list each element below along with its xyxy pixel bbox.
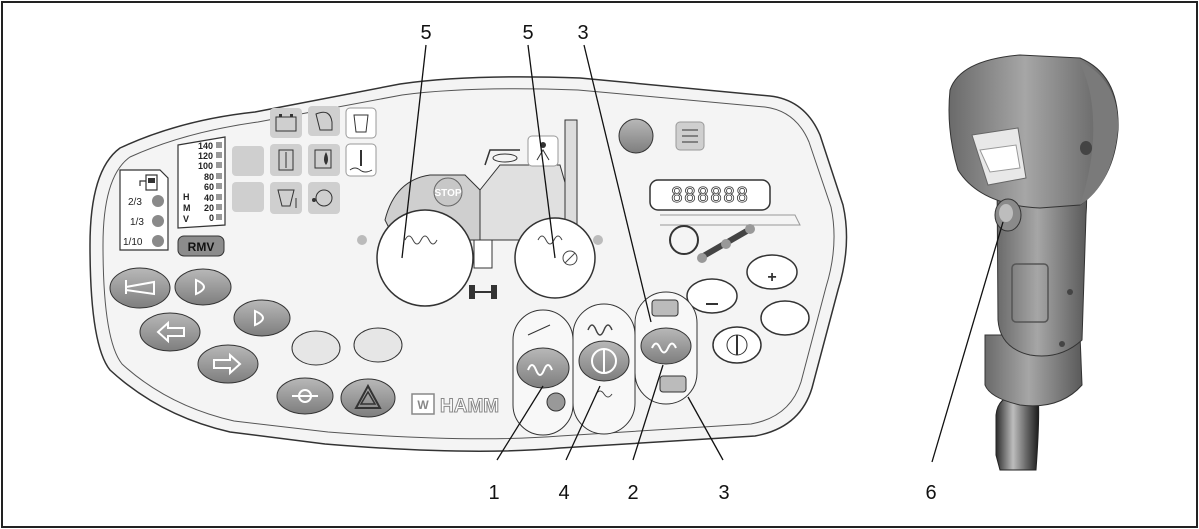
callout-4: 4 — [558, 482, 569, 504]
axle-icon — [469, 285, 497, 299]
coolant-temperature-icon — [345, 143, 377, 177]
callout-1: 1 — [488, 482, 499, 504]
rmv-scale: 140 120 100 80 60 40 20 0 H M V — [177, 136, 226, 229]
vibration-group-both — [572, 303, 636, 435]
air-filter-icon — [345, 107, 377, 139]
svg-text:888888: 888888 — [671, 183, 749, 207]
seat-adjust-button[interactable] — [618, 118, 654, 154]
fuel-gauge: 2/3 1/3 1/10 — [119, 169, 169, 251]
turn-right-button[interactable] — [197, 344, 259, 384]
fuel-led-1-10 — [152, 235, 164, 247]
scale-letter-v: V — [183, 214, 189, 224]
scale-120: 120 — [198, 151, 213, 161]
svg-text:+: + — [767, 269, 776, 286]
engine-preheat-icon — [308, 106, 340, 136]
fuel-level-2-3: 2/3 — [128, 197, 142, 208]
fuel-level-1-10: 1/10 — [123, 237, 143, 248]
display-mode-icon — [675, 121, 705, 151]
svg-text:STOP: STOP — [434, 188, 461, 199]
turn-left-button[interactable] — [139, 312, 201, 352]
svg-text:W: W — [417, 398, 429, 412]
stop-indicator — [433, 177, 463, 207]
scale-letter-m: M — [183, 203, 191, 213]
battery-charge-icon — [270, 108, 302, 138]
hazard-lights-button[interactable] — [340, 378, 396, 418]
rear-drum-vibration-button[interactable] — [640, 327, 692, 365]
rotating-beacon-button[interactable] — [353, 327, 403, 363]
vibration-group-front — [512, 309, 574, 436]
roller-small-icon — [659, 375, 687, 393]
front-drum-vibration-button[interactable] — [516, 347, 570, 389]
scale-100: 100 — [198, 161, 213, 171]
horn-button[interactable] — [109, 267, 171, 309]
scale-60: 60 — [204, 182, 214, 192]
callout-5-right: 5 — [522, 22, 533, 44]
engine-oil-level-icon — [270, 182, 302, 214]
warning-lights — [232, 106, 377, 214]
seat-contact-icon — [527, 135, 559, 167]
svg-text:HAMM: HAMM — [440, 396, 499, 417]
scale-0: 0 — [209, 213, 214, 223]
fuel-led-1-3 — [152, 215, 164, 227]
amplitude-selector-knob[interactable] — [669, 225, 699, 255]
scale-40: 40 — [204, 193, 214, 203]
scale-20: 20 — [204, 203, 214, 213]
rmv-badge: RMV — [177, 235, 225, 257]
work-light-button[interactable] — [291, 330, 341, 366]
scale-80: 80 — [204, 172, 214, 182]
oil-pressure-icon — [308, 182, 340, 214]
water-decrease-button[interactable] — [686, 278, 738, 314]
fuel-level-1-3: 1/3 — [130, 217, 144, 228]
blank-indicator — [232, 182, 264, 212]
vibration-group-rear — [634, 291, 698, 405]
drive-lever-joystick — [948, 54, 1119, 471]
svg-text:RMV: RMV — [188, 240, 215, 254]
scale-letter-h: H — [183, 192, 190, 202]
roller-machine: STOP — [357, 119, 603, 307]
sprinkler-interval-button[interactable] — [760, 300, 810, 336]
leader-lines — [401, 44, 1004, 463]
fuel-pump-icon — [139, 174, 158, 191]
roller-small-icon — [651, 299, 679, 317]
callout-3-top: 3 — [577, 22, 588, 44]
hamm-logo: W HAMM — [411, 393, 500, 418]
digital-display: 888888 — [649, 179, 771, 211]
control-panel: 2/3 1/3 1/10 140 120 100 80 60 40 20 0 H — [89, 76, 848, 452]
fuel-led-2-3 — [152, 195, 164, 207]
front-drum — [376, 209, 474, 307]
blank-indicator — [232, 146, 264, 176]
callout-3-bottom: 3 — [718, 482, 729, 504]
hydraulic-filter-icon — [270, 144, 302, 176]
callout-6: 6 — [925, 482, 936, 504]
callout-2: 2 — [627, 482, 638, 504]
oil-temperature-icon — [308, 144, 340, 176]
callout-5-left: 5 — [420, 22, 431, 44]
scale-140: 140 — [198, 141, 213, 151]
water-increase-button[interactable] — [746, 254, 798, 290]
